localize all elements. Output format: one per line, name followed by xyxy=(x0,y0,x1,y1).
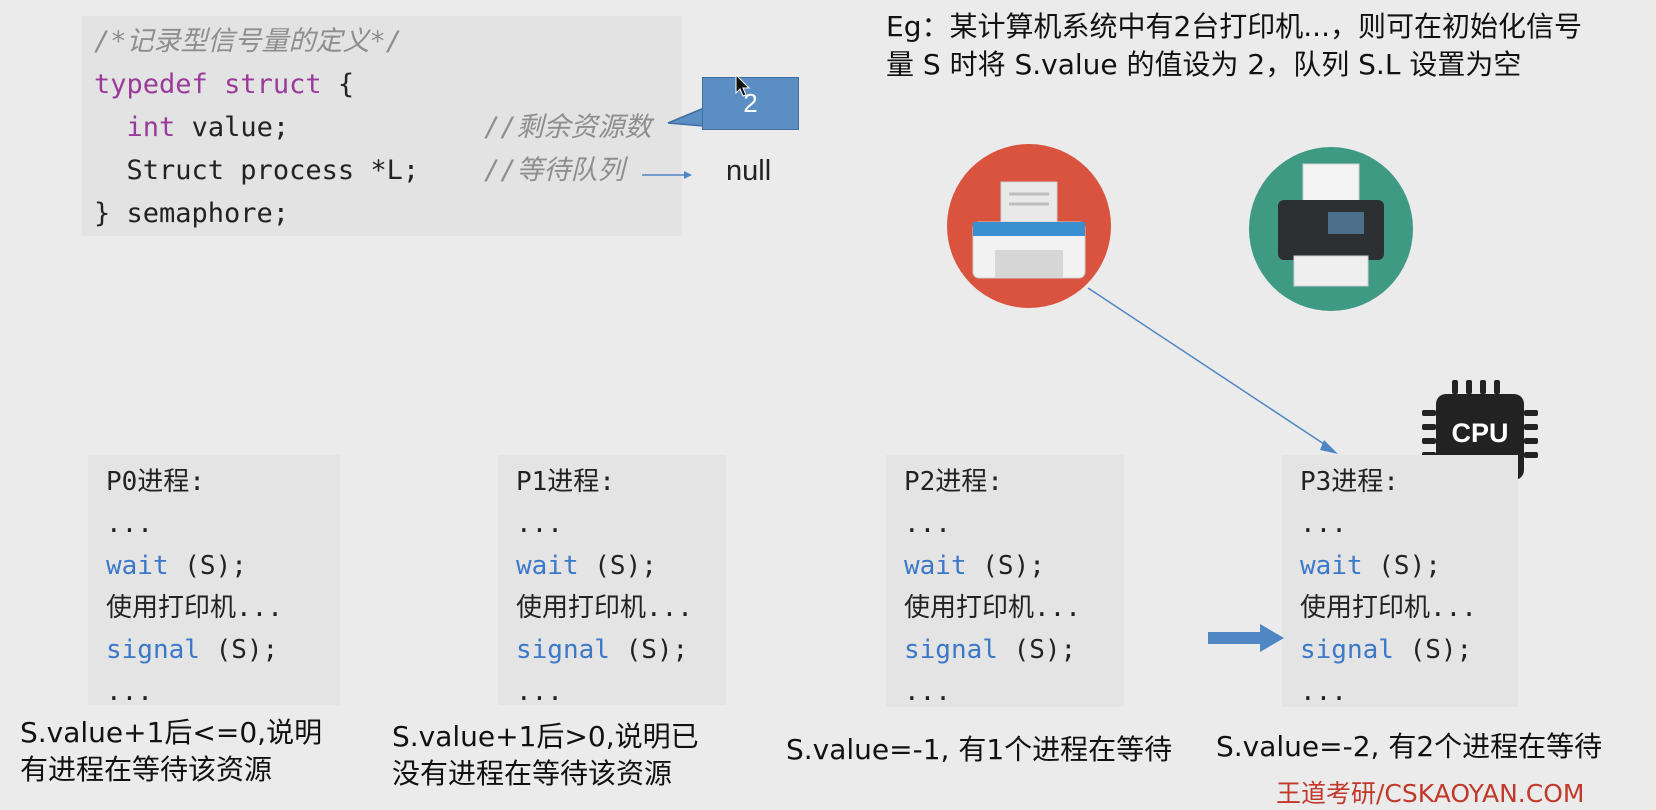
p1-dots-top: ... xyxy=(516,509,563,539)
p2-dots-top: ... xyxy=(904,509,951,539)
p0-dots-bottom: ... xyxy=(106,677,153,707)
note-p0-line2: 有进程在等待该资源 xyxy=(20,753,273,786)
p3-dots-top: ... xyxy=(1300,509,1347,539)
printer-green-icon xyxy=(1249,147,1413,311)
keyword-struct: struct xyxy=(224,69,322,100)
value-decl: value; xyxy=(191,112,290,143)
p1-use: 使用打印机... xyxy=(516,593,693,623)
p2-wait: wait (S); xyxy=(904,551,1045,581)
p3-signal: signal (S); xyxy=(1300,635,1473,665)
p1-signal: signal (S); xyxy=(516,635,689,665)
p2-dots-bottom: ... xyxy=(904,677,951,707)
p1-dots-bottom: ... xyxy=(516,677,563,707)
process-decl: Struct process *L; xyxy=(126,155,420,186)
code-line-value: int value; xyxy=(94,106,670,149)
note-p2: S.value=-1, 有1个进程在等待 xyxy=(786,733,1173,766)
p0-signal: signal (S); xyxy=(106,635,279,665)
p3-title: P3进程: xyxy=(1300,467,1399,497)
process-box-p0: P0进程: ... wait (S); 使用打印机... signal (S);… xyxy=(88,455,340,707)
watermark: 王道考研/CSKAOYAN.COM xyxy=(1276,779,1585,808)
p3-dots-bottom: ... xyxy=(1300,677,1347,707)
process-box-p2: P2进程: ... wait (S); 使用打印机... signal (S);… xyxy=(886,455,1124,707)
semaphore-struct-code: /*记录型信号量的定义*/ typedef struct { int value… xyxy=(82,16,682,236)
printer-to-p3-arrow xyxy=(1087,287,1338,454)
p1-wait: wait (S); xyxy=(516,551,657,581)
p3-use: 使用打印机... xyxy=(1300,593,1477,623)
null-label: null xyxy=(726,155,772,187)
p0-title: P0进程: xyxy=(106,467,205,497)
p2-title: P2进程: xyxy=(904,467,1003,497)
value-box: 2 xyxy=(702,77,799,130)
current-line-arrow-icon xyxy=(1208,624,1284,652)
brace-open: { xyxy=(337,69,355,100)
p2-signal: signal (S); xyxy=(904,635,1077,665)
comment-queue: //等待队列 xyxy=(484,155,625,186)
queue-arrow xyxy=(642,171,692,179)
comment-value: //剩余资源数 xyxy=(484,112,652,143)
p0-dots-top: ... xyxy=(106,509,153,539)
value-box-number: 2 xyxy=(743,88,758,118)
printer-red-icon xyxy=(947,144,1111,308)
p2-use: 使用打印机... xyxy=(904,593,1081,623)
p0-wait: wait (S); xyxy=(106,551,247,581)
mouse-cursor-icon xyxy=(735,74,751,97)
note-p3: S.value=-2, 有2个进程在等待 xyxy=(1216,730,1603,763)
example-text: Eg：某计算机系统中有2台打印机...，则可在初始化信号量 S 时将 S.val… xyxy=(886,10,1582,81)
process-box-p1: P1进程: ... wait (S); 使用打印机... signal (S);… xyxy=(498,455,726,707)
note-p0-line1: S.value+1后<=0,说明 xyxy=(20,716,323,749)
cpu-label: CPU xyxy=(1451,418,1509,448)
process-box-p3: P3进程: ... wait (S); 使用打印机... signal (S);… xyxy=(1282,455,1518,707)
code-comment-title: /*记录型信号量的定义*/ xyxy=(94,26,403,57)
note-p1-line2: 没有进程在等待该资源 xyxy=(392,757,673,790)
code-line-typedef: typedef struct { xyxy=(94,63,670,106)
note-p1-line1: S.value+1后>0,说明已 xyxy=(392,720,699,753)
keyword-typedef: typedef xyxy=(94,69,208,100)
keyword-int: int xyxy=(126,112,176,143)
code-line-closing: } semaphore; xyxy=(94,198,290,229)
p3-wait: wait (S); xyxy=(1300,551,1441,581)
code-line-process: Struct process *L; xyxy=(94,149,670,192)
p1-title: P1进程: xyxy=(516,467,615,497)
p0-use: 使用打印机... xyxy=(106,593,283,623)
